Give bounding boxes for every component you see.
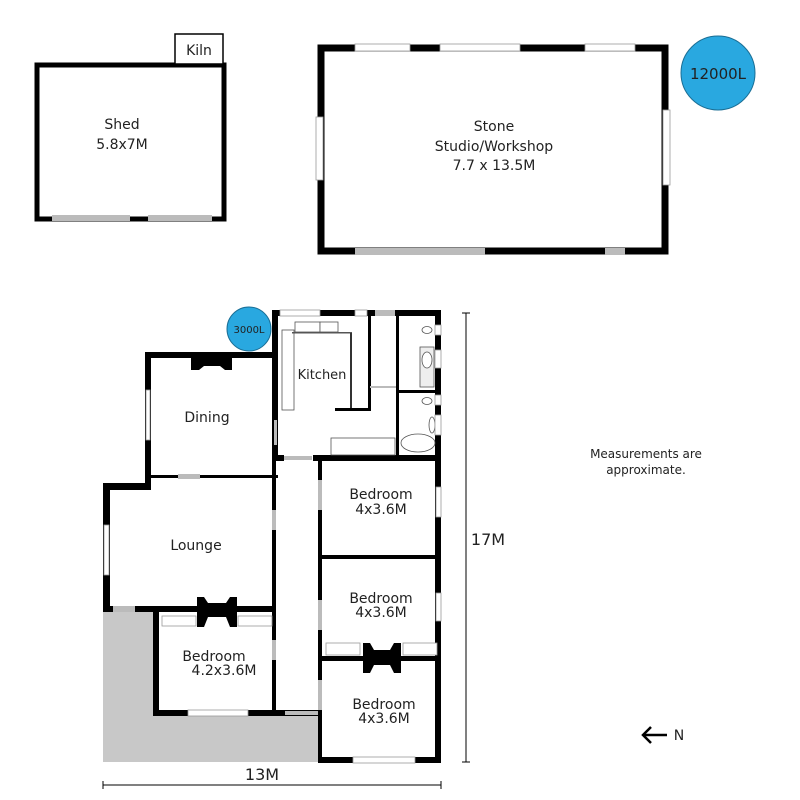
dimension-height: 17M (462, 312, 505, 763)
dimension-height-label: 17M (471, 530, 505, 549)
studio: Stone Studio/Workshop 7.7 x 13.5M (315, 43, 671, 255)
water-tank-small: 3000L (226, 306, 272, 352)
bathtub (400, 433, 436, 453)
studio-label-line2: Studio/Workshop (435, 139, 553, 155)
kiln-label: Kiln (186, 43, 212, 59)
room-label-bedroom-1: Bedroom (349, 487, 412, 503)
toilet (421, 326, 433, 334)
fireplace (197, 597, 237, 627)
shed-label: Shed (104, 117, 139, 133)
tank-large-label: 12000L (690, 65, 747, 83)
room-label-dining: Dining (184, 410, 229, 426)
dimension-width-label: 13M (245, 765, 279, 784)
tank-small-label: 3000L (233, 325, 264, 336)
room-size-bedroom-1: 4x3.6M (355, 502, 407, 518)
room-label-lounge: Lounge (170, 538, 221, 554)
north-arrow-icon (641, 726, 667, 744)
water-tank-large: 12000L (680, 35, 756, 111)
room-label-bedroom-3: Bedroom (352, 697, 415, 713)
shed-size: 5.8x7M (96, 137, 148, 153)
outdoor-area (103, 612, 318, 762)
note-line2: approximate. (606, 463, 686, 477)
room-label-bedroom-4: Bedroom (182, 649, 245, 665)
toilet (421, 397, 433, 405)
fireplace (363, 643, 401, 673)
kiln (174, 33, 224, 65)
studio-label-line1: Stone (474, 119, 514, 135)
dimension-width: 13M (102, 765, 442, 789)
room-size-bedroom-4: 4.2x3.6M (192, 663, 257, 679)
room-size-bedroom-2: 4x3.6M (355, 605, 407, 621)
house-walls (103, 309, 442, 764)
room-label-bedroom-2: Bedroom (349, 591, 412, 607)
fireplace (191, 358, 232, 370)
shed: Kiln Shed 5.8x7M (34, 33, 227, 222)
room-size-bedroom-3: 4x3.6M (358, 711, 410, 727)
studio-size: 7.7 x 13.5M (453, 158, 536, 174)
note-line1: Measurements are (590, 447, 702, 461)
compass-label: N (674, 728, 684, 744)
room-label-kitchen: Kitchen (298, 368, 347, 383)
